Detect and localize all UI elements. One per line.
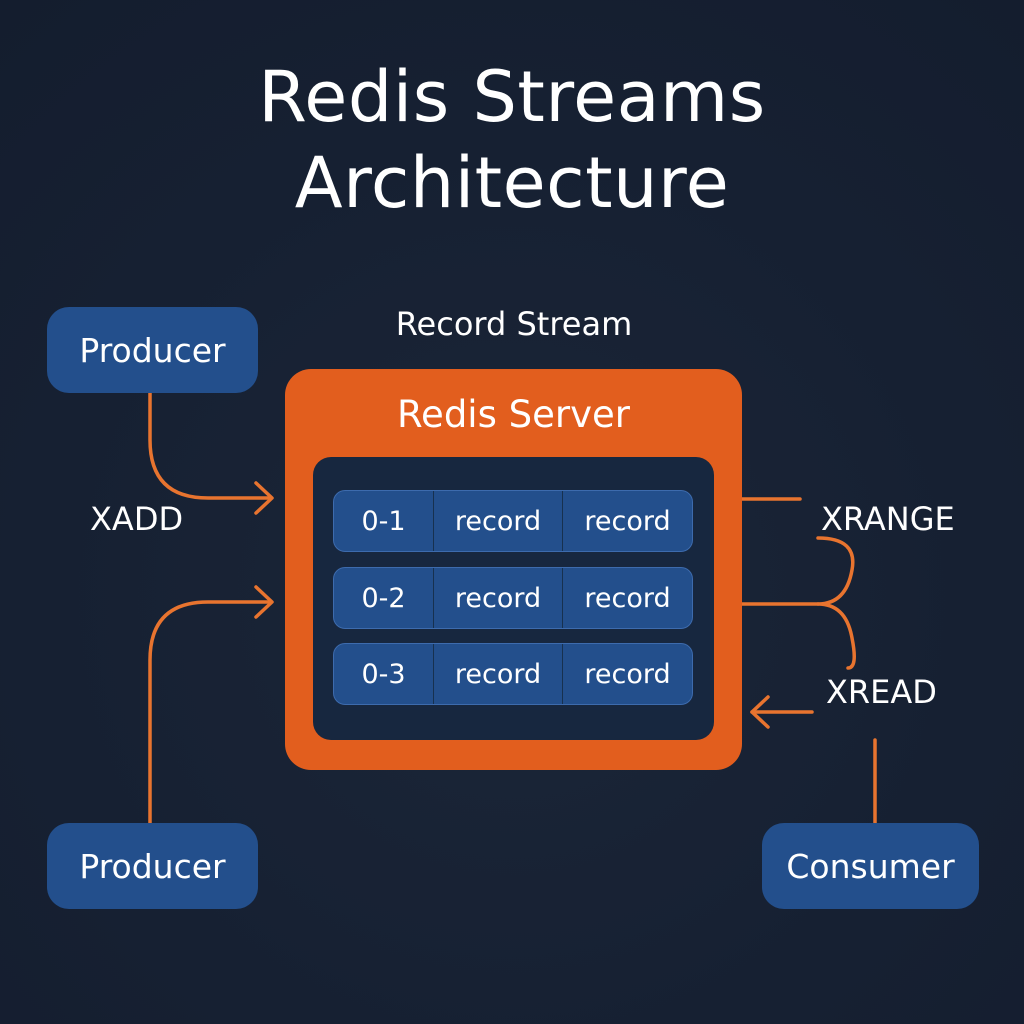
xadd-arrowhead bbox=[254, 481, 274, 515]
record-stream-label: Record Stream bbox=[395, 305, 633, 343]
entry-record: record bbox=[584, 658, 671, 690]
stream-entry-row: 0-2 record record bbox=[333, 567, 693, 629]
entry-record: record bbox=[584, 582, 671, 614]
entry-record: record bbox=[434, 644, 563, 704]
redis-server-title: Redis Server bbox=[397, 393, 630, 436]
entry-record: record bbox=[584, 505, 671, 537]
consumer-node: Consumer bbox=[762, 823, 979, 909]
xread-arrowhead bbox=[750, 695, 770, 729]
diagram-title-line-1: Redis Streams bbox=[258, 56, 766, 138]
stream-container: 0-1 record record 0-2 record record 0-3 … bbox=[313, 457, 714, 740]
producer-node-top: Producer bbox=[47, 307, 258, 393]
xrange-bracket bbox=[816, 536, 856, 670]
stream-entry-row: 0-3 record record bbox=[333, 643, 693, 705]
xrange-label: XRANGE bbox=[821, 500, 955, 538]
producer-node-bottom: Producer bbox=[47, 823, 258, 909]
entry-id: 0-3 bbox=[334, 644, 434, 704]
diagram-title-line-2: Architecture bbox=[294, 142, 730, 224]
producer-bottom-connector bbox=[148, 600, 272, 825]
redis-server-box: Redis Server 0-1 record record 0-2 recor… bbox=[285, 369, 742, 770]
entry-id: 0-1 bbox=[334, 491, 434, 551]
xread-label: XREAD bbox=[826, 673, 937, 711]
stream-entry-row: 0-1 record record bbox=[333, 490, 693, 552]
xadd-connector bbox=[148, 391, 272, 500]
producer-bottom-arrowhead bbox=[254, 585, 274, 619]
entry-id: 0-2 bbox=[334, 568, 434, 628]
entry-record: record bbox=[434, 568, 563, 628]
entry-record: record bbox=[434, 491, 563, 551]
xadd-label: XADD bbox=[90, 500, 184, 538]
